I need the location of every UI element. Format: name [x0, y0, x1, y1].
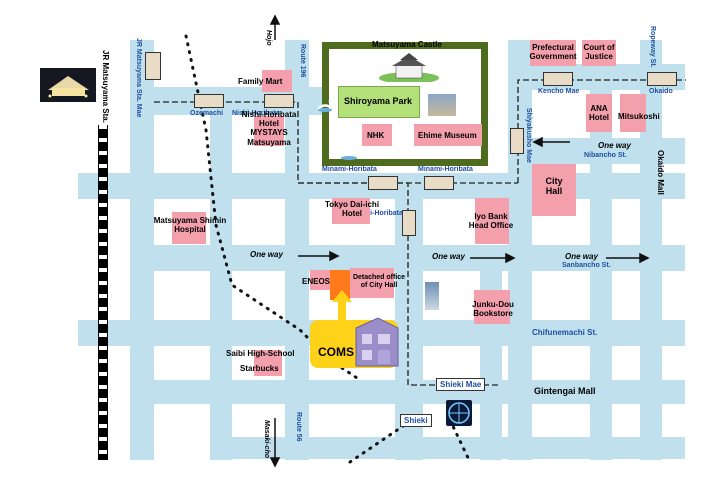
stop-box-shiyakusho: [510, 128, 524, 154]
stop-box-kencho-mae: [543, 72, 573, 86]
label-shiyakusho-mae: Shiyakusho Mae: [525, 108, 533, 163]
label-ozemachi: Ozemachi: [190, 110, 224, 117]
junku-dou-box: [474, 290, 510, 324]
label-minami-horibata-3: Minami-Horibata: [348, 210, 403, 217]
hotel-mystays-label: Nishi-Horibata Hotel MYSTAYS Matsuyama: [241, 110, 297, 147]
detached-office-box: [350, 268, 394, 298]
road-h-bottom: [210, 437, 685, 459]
nhk-label: NHK: [367, 131, 385, 140]
jr-station-label: JR Matsuyama Sta.: [96, 48, 110, 125]
nibancho-label: Nibancho St.: [584, 152, 627, 159]
masaki-label: Masaki-cho: [263, 420, 271, 459]
road-v-6: [590, 40, 612, 460]
ferris-wheel-icon: [448, 402, 470, 424]
starbucks-label: Starbucks: [240, 364, 279, 373]
sanbancho-label: Sanbancho St.: [562, 262, 611, 269]
label-jr-sta-mae: JR Matsuyama Sta. Mae: [135, 38, 143, 118]
label-nishi-horibata: Nishi-Horibata: [232, 110, 280, 117]
city-hall-label: City Hall: [545, 176, 563, 197]
eneos-label: ENEOS: [302, 277, 331, 286]
stop-box-nishi-horibata: [264, 94, 294, 108]
ana-hotel-label: ANA Hotel: [589, 104, 609, 123]
label-ropeway: Ropeway St.: [649, 26, 657, 68]
shimin-hospital-label: Matsuyama Shimin Hospital: [153, 216, 227, 235]
pref-gov-box: [530, 40, 576, 66]
park-label: Shiroyama Park: [344, 96, 413, 106]
shimin-hospital-box: [172, 212, 206, 244]
stop-box-ozemachi: [194, 94, 224, 108]
chifunemachi-label: Chifunemachi St.: [532, 328, 598, 337]
stop-box-minami-horibata-2: [424, 176, 454, 190]
park-box: [338, 86, 420, 118]
ehime-museum-label: Ehime Museum: [418, 131, 477, 140]
saibi-label: Saibi High-School: [226, 349, 295, 358]
one-way-1: One way: [250, 250, 283, 259]
mitsukoshi-label: Mitsukoshi: [618, 112, 660, 121]
one-way-2: One way: [432, 252, 465, 261]
court-box: [582, 40, 616, 66]
tokyo-daiichi-box: [332, 198, 370, 224]
label-minami-horibata-2: Minami-Horibata: [418, 166, 473, 173]
swan-icon-1: [316, 98, 334, 117]
stop-box-jr-mae: [145, 52, 161, 80]
road-v-route196: [285, 40, 309, 460]
road-v-shiyakusho: [508, 40, 532, 460]
coms-orange-block: [330, 270, 350, 300]
pref-gov-label: Prefectural Government: [529, 43, 577, 62]
mitsukoshi-box: [620, 94, 646, 132]
station-building-icon: [48, 76, 89, 98]
label-shieki-mae: Shieki Mae: [436, 378, 486, 391]
okaido-mall-label: Okaido Mall: [656, 150, 666, 195]
hotel-mystays-box: [254, 116, 284, 146]
coms-arrow: [330, 290, 354, 325]
stop-box-minami-horibata-3: [402, 210, 416, 236]
swan-icon-2: [340, 146, 360, 165]
label-okaido: Okaido: [649, 88, 673, 95]
shieki-photo: [446, 400, 472, 426]
family-mart-box: [262, 70, 292, 92]
coms-building-icon: [355, 317, 399, 367]
tokyo-daiichi-label: Tokyo Dai-ichi Hotel: [324, 200, 380, 219]
stop-box-minami-horibata-1: [368, 176, 398, 190]
gintengai-label: Gintengai Mall: [534, 386, 596, 396]
road-v-2: [210, 90, 232, 460]
jr-station-photo: [40, 68, 97, 102]
label-kencho-mae: Kencho Mae: [538, 88, 580, 95]
road-v-okaido: [640, 40, 662, 460]
castle-icon: [378, 52, 440, 87]
ehime-museum-box: [414, 124, 482, 146]
starbucks-box: [254, 350, 282, 376]
one-way-3: One way: [565, 252, 598, 261]
iyo-bank-label: Iyo Bank Head Office: [468, 212, 514, 231]
stop-box-okaido: [647, 72, 677, 86]
junku-dou-label: Junku-Dou Bookstore: [472, 300, 514, 319]
label-minami-horibata-1: Minami-Horibata: [322, 166, 377, 173]
coms-label: COMS: [318, 345, 354, 359]
label-shieki: Shieki: [400, 414, 432, 427]
castle-label: Matsuyama Castle: [372, 40, 442, 49]
route56-label: Route 56: [295, 412, 303, 442]
nhk-box: [362, 124, 392, 146]
eneos-box: [310, 270, 334, 290]
route196-label: Route 196: [299, 44, 307, 78]
court-label: Court of Justice: [583, 43, 615, 62]
iyo-bank-box: [475, 198, 509, 244]
family-mart-label: Family Mart: [238, 77, 283, 86]
museum-photo: [428, 94, 456, 116]
one-way-4: One way: [598, 141, 631, 150]
coms-building-photo: [354, 316, 400, 373]
ana-hotel-box: [586, 94, 612, 132]
detached-office-label: Detached office of City Hall: [352, 274, 406, 290]
road-v-1: [130, 40, 154, 460]
hojo-label: Hojo: [265, 30, 273, 46]
city-hall-box: [532, 164, 576, 216]
bookstore-photo: [425, 282, 439, 310]
